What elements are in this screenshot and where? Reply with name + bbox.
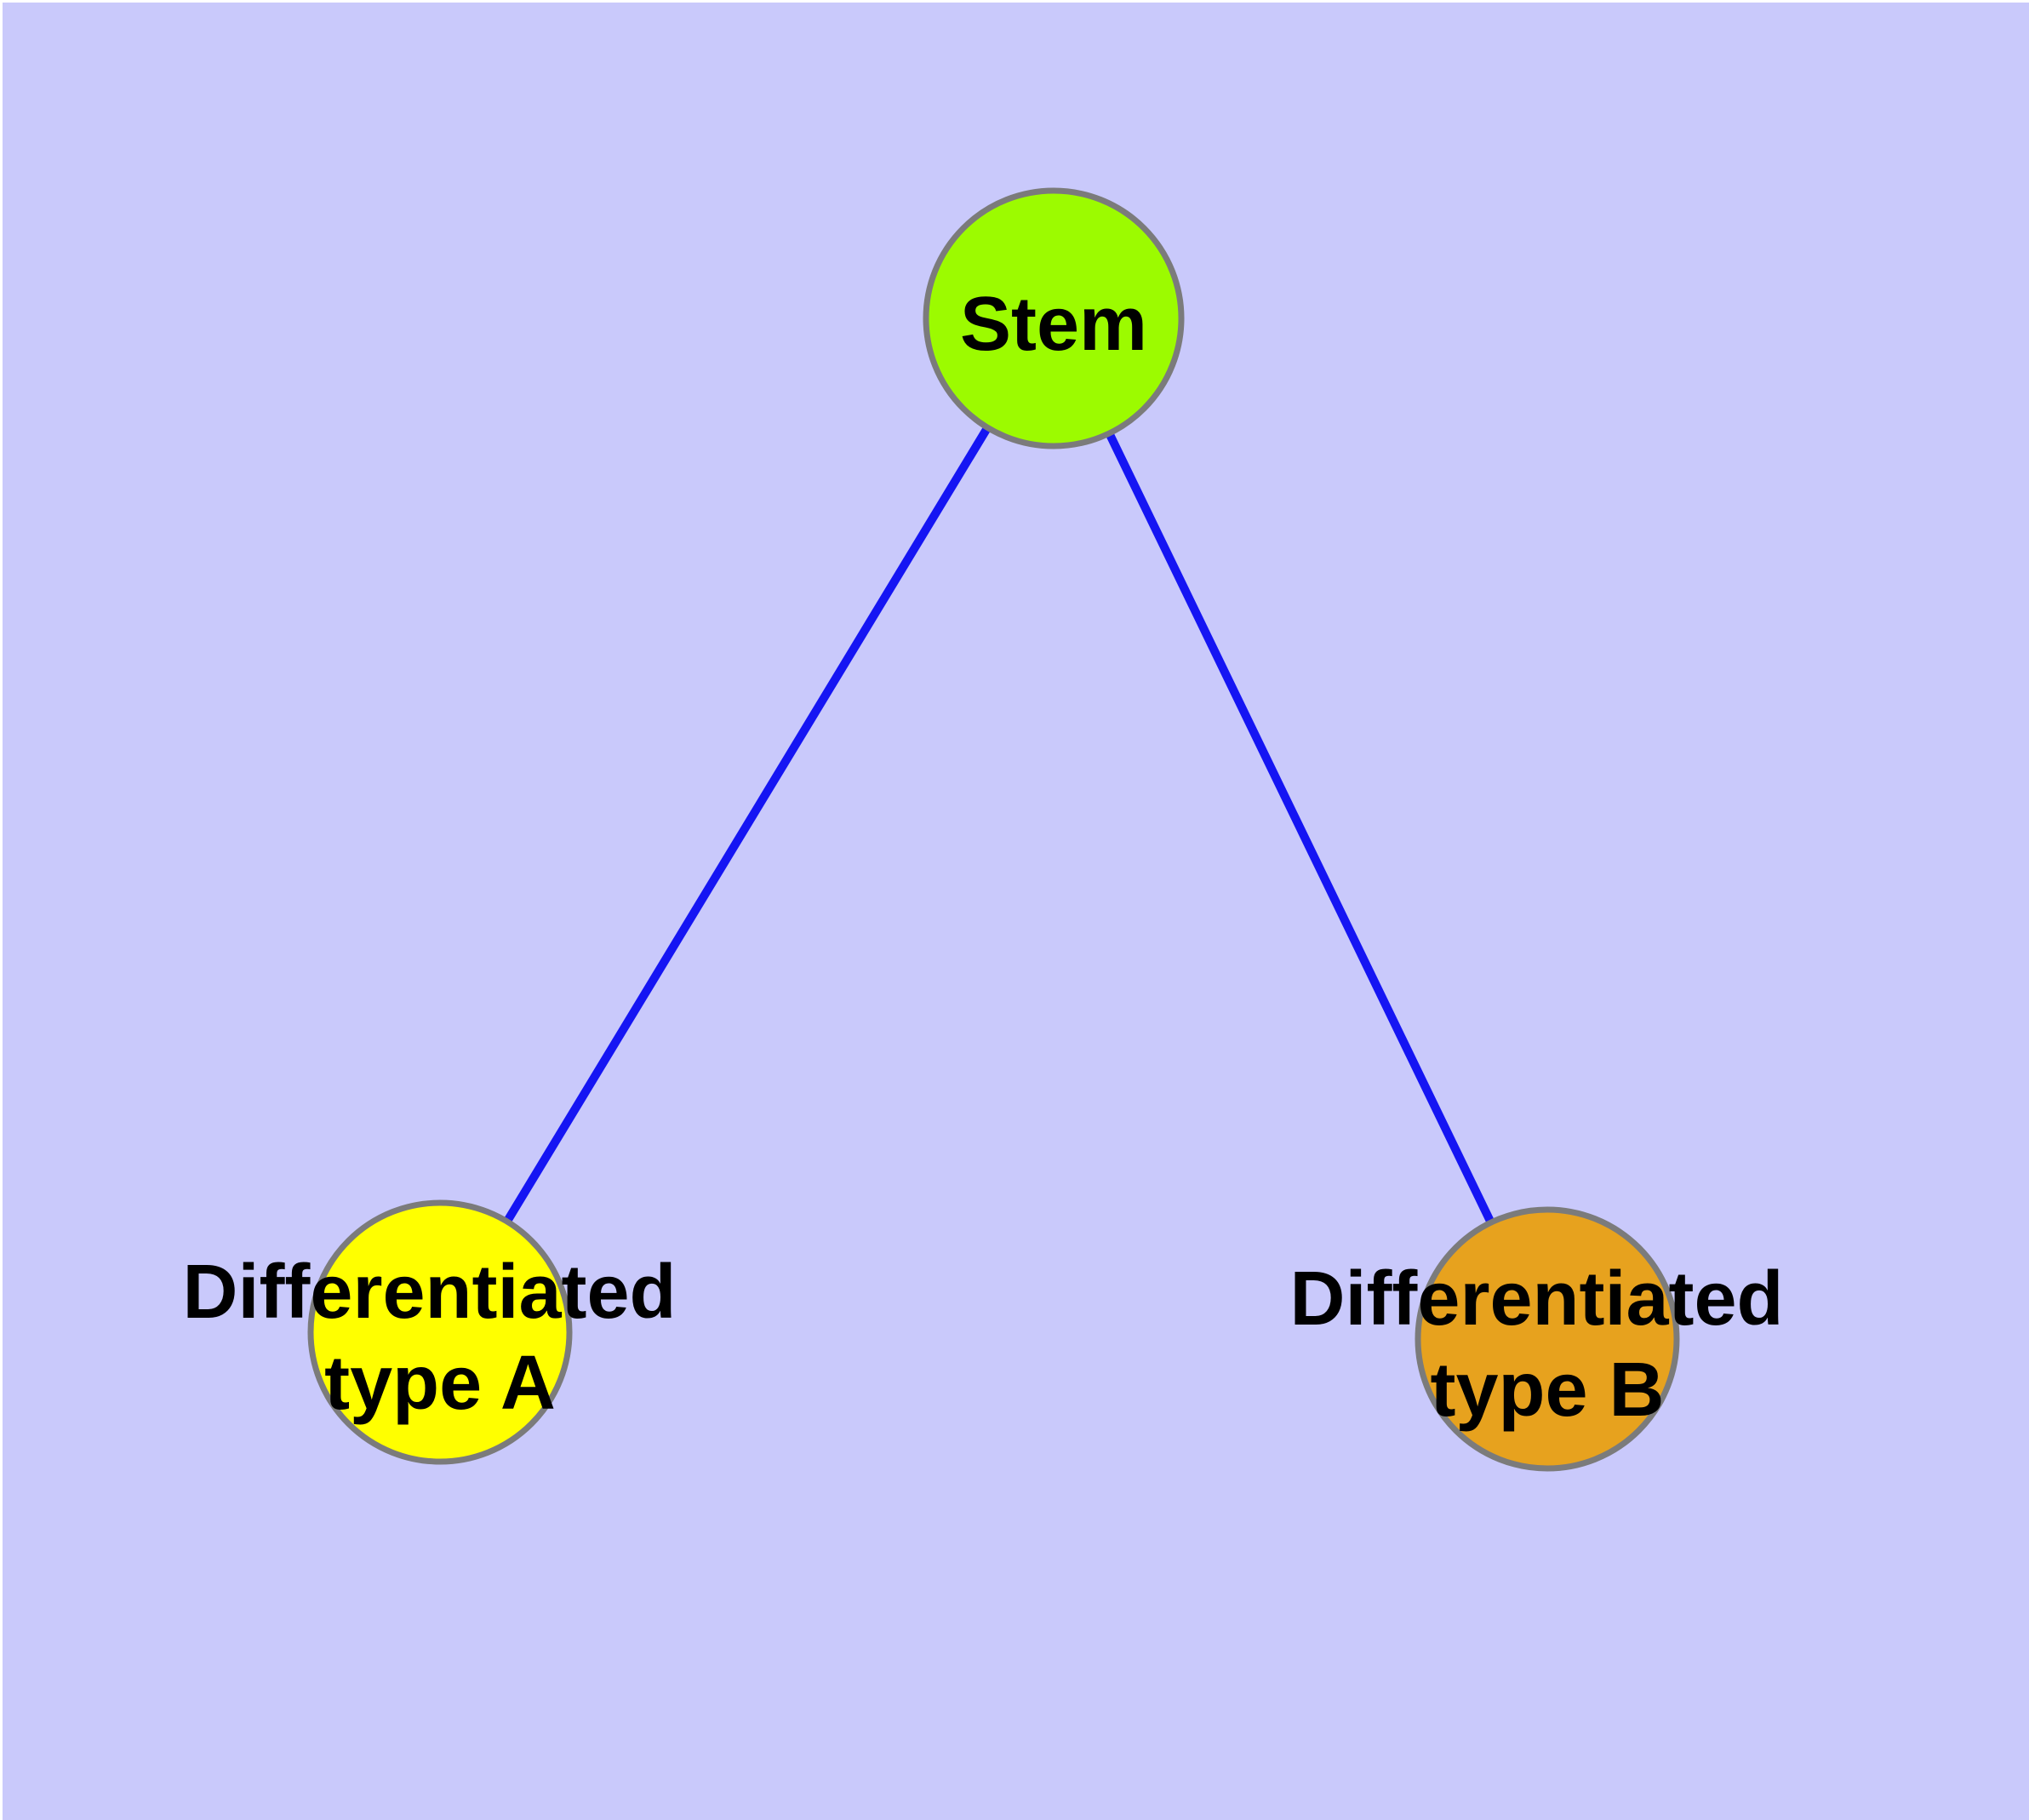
node-type-a-label-line2: type A: [324, 1341, 556, 1426]
edge-layer: [436, 316, 1552, 1342]
node-stem-label: Stem: [960, 282, 1147, 367]
node-type-b-circle[interactable]: [1415, 1206, 1680, 1472]
node-stem: Stem: [923, 187, 1185, 449]
edge-stem-to-type-a[interactable]: [436, 316, 1058, 1335]
node-type-a-label-line1: Differentiated: [182, 1250, 676, 1335]
node-type-b-label-line1: Differentiated: [1289, 1256, 1783, 1342]
node-type-b-label: Differentiated type B: [1289, 1256, 1804, 1433]
edge-stem-to-type-b[interactable]: [1049, 316, 1552, 1342]
node-type-a-circle[interactable]: [307, 1199, 573, 1465]
node-type-b-label-line2: type B: [1430, 1348, 1664, 1433]
node-type-a-label: Differentiated type A: [182, 1250, 697, 1426]
node-stem-circle[interactable]: [923, 187, 1185, 449]
node-differentiated-type-a: Differentiated type A: [182, 1199, 697, 1465]
node-differentiated-type-b: Differentiated type B: [1289, 1206, 1804, 1472]
